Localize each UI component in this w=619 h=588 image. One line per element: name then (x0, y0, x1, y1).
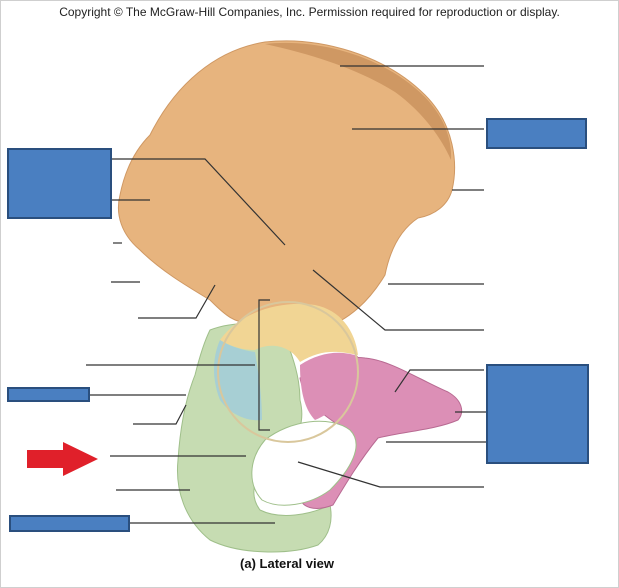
leader-lines-right (297, 65, 486, 488)
label-box-upper-left[interactable] (7, 148, 112, 219)
label-box-top-right[interactable] (486, 118, 587, 149)
acetabulum-fossa (214, 340, 262, 421)
red-arrow-icon (27, 442, 98, 476)
leader-lines-left (86, 158, 286, 524)
label-box-bottom-left[interactable] (9, 515, 130, 532)
copyright-notice: Copyright © The McGraw-Hill Companies, I… (59, 5, 560, 19)
figure-caption: (a) Lateral view (240, 556, 334, 571)
acetabulum-upper (220, 303, 358, 362)
acetabulum-bracket (258, 299, 270, 431)
label-box-mid-left[interactable] (7, 387, 90, 402)
ilium (117, 40, 456, 331)
acetabulum-rim (217, 301, 359, 443)
label-box-right-large[interactable] (486, 364, 589, 464)
acetabulum-pubic-part (300, 352, 358, 420)
